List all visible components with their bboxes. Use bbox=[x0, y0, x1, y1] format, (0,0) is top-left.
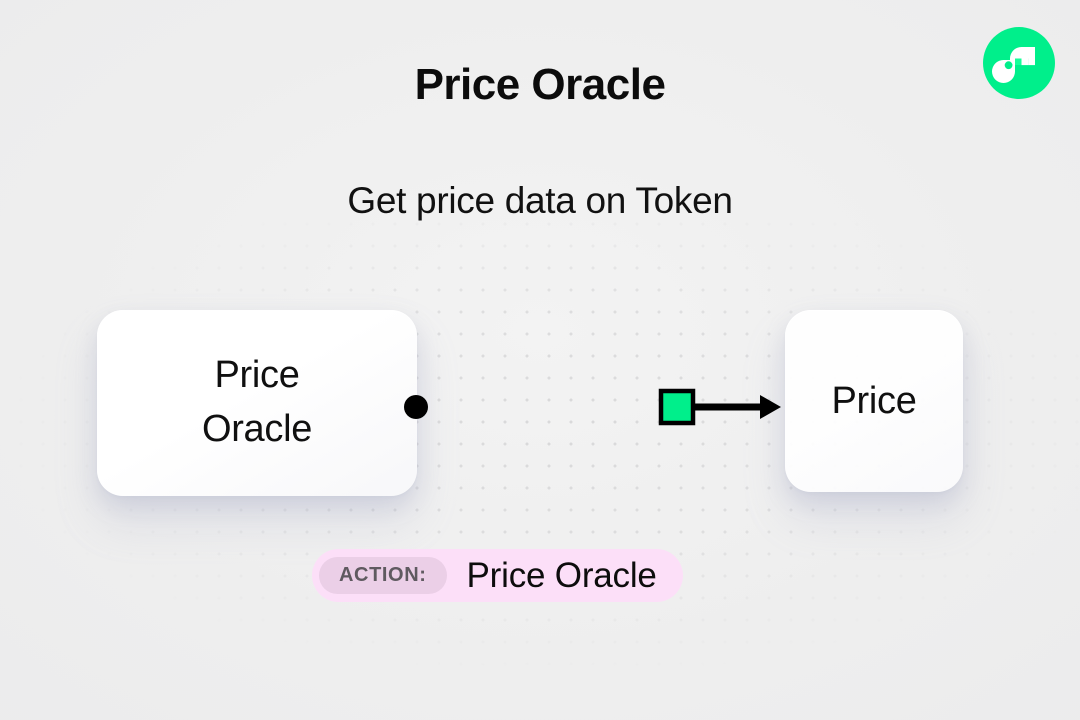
node-label-line-2: Oracle bbox=[201, 408, 313, 450]
node-card-price[interactable]: Price bbox=[785, 310, 963, 492]
node-label-line-1: Price bbox=[214, 354, 300, 397]
connector-start-dot-icon[interactable] bbox=[404, 395, 428, 419]
node-card-price-label: Price bbox=[831, 379, 917, 422]
action-badge[interactable]: ACTION: Price Oracle bbox=[312, 549, 683, 602]
connector-green-square-icon[interactable] bbox=[658, 388, 696, 426]
flow-logo-icon bbox=[983, 27, 1055, 99]
connector-arrow-head-icon bbox=[760, 395, 781, 419]
node-card-price-oracle-label: Price Oracle bbox=[202, 349, 312, 457]
connector-edge[interactable] bbox=[395, 370, 795, 444]
action-badge-value: Price Oracle bbox=[466, 555, 657, 595]
action-badge-tag: ACTION: bbox=[319, 557, 447, 594]
node-card-price-oracle[interactable]: Price Oracle bbox=[97, 310, 417, 496]
page-subtitle: Get price data on Token bbox=[347, 180, 733, 221]
page-title: Price Oracle bbox=[414, 60, 666, 109]
